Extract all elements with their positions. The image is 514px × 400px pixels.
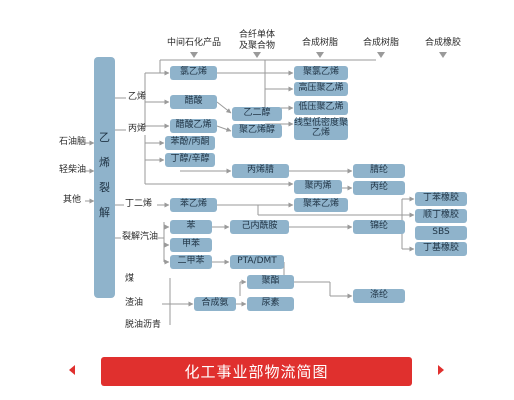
cracker-char-4: 解 [99,206,110,219]
stream-coal: 煤 [125,274,135,284]
node-vinyl-chloride: 氯乙烯 [170,66,217,80]
header-arrow-rubber [439,52,447,58]
next-arrow-icon[interactable] [438,365,444,375]
header-arrow-intermediate [190,52,198,58]
node-caprolactam: 己内酰胺 [230,220,289,234]
node-lldpe: 线型低密度聚乙烯 [294,118,349,140]
node-syngas: 合成氨 [194,297,236,311]
node-vinyl-acetate: 醋酸乙烯 [170,119,217,133]
node-benzene: 苯 [170,220,212,234]
header-arrow-resin-1 [316,52,324,58]
stream-pyrolysis-gasoline: 裂解汽油 [122,232,159,242]
stream-propylene: 丙烯 [128,124,147,134]
stream-butadiene: 丁二烯 [125,199,153,209]
header-fiber-monomer: 合纤单体 及聚合物 [238,30,275,51]
node-ldpe: 低压聚乙烯 [294,101,348,115]
header-intermediate: 中间石化产品 [166,38,221,48]
cracker-char-2: 烯 [99,156,110,169]
node-xylene: 二甲苯 [170,255,212,269]
header-arrow-resin-2 [377,52,385,58]
node-pp: 聚丙烯 [294,180,342,194]
feedstock-diesel: 轻柴油 [59,165,87,175]
node-polyester: 聚酯 [247,275,294,289]
node-polyester-fiber: 涤纶 [353,289,405,303]
node-urea: 尿素 [247,297,294,311]
node-nbr: 丁基橡胶 [415,242,467,256]
feedstock-naphtha: 石油脑 [59,137,87,147]
node-ps: 聚苯乙烯 [294,198,348,212]
node-acetic-acid: 醋酸 [170,95,217,109]
stream-asphalt: 脱油沥青 [125,320,162,330]
node-acrylonitrile: 丙烯腈 [232,164,289,178]
node-ethylene-glycol: 乙二醇 [232,107,282,121]
stream-ethylene: 乙烯 [128,92,147,102]
cracker-char-1: 乙 [99,131,110,144]
prev-arrow-icon[interactable] [69,365,75,375]
node-pva: 聚乙烯醇 [232,124,282,138]
node-pta-dmt: PTA/DMT [230,255,284,269]
header-resin-1: 合成树脂 [301,38,338,48]
node-styrene: 苯乙烯 [170,198,217,212]
diagram-title-banner: 化工事业部物流简图 [101,357,412,386]
node-phenol-acetone: 苯酚/丙酮 [165,136,215,150]
node-pp-fiber: 丙纶 [353,181,405,195]
node-sbs: SBS [415,226,467,240]
node-pvc: 聚氯乙烯 [294,66,348,80]
header-resin-2: 合成树脂 [362,38,399,48]
node-nylon: 锦纶 [353,220,405,234]
header-arrow-fiber [253,52,261,58]
node-hdpe: 高压聚乙烯 [294,82,348,96]
stream-residue: 渣油 [125,298,144,308]
node-sbr: 丁苯橡胶 [415,192,467,206]
cracker-char-3: 裂 [99,181,110,194]
node-acrylic-fiber: 腈纶 [353,164,405,178]
node-toluene: 甲苯 [170,238,212,252]
cracker-unit: 乙 烯 裂 解 [94,57,115,298]
header-rubber: 合成橡胶 [424,38,461,48]
node-butanol-octanol: 丁醇/辛醇 [165,153,215,167]
feedstock-other: 其他 [63,195,82,205]
node-br: 顺丁橡胶 [415,209,467,223]
